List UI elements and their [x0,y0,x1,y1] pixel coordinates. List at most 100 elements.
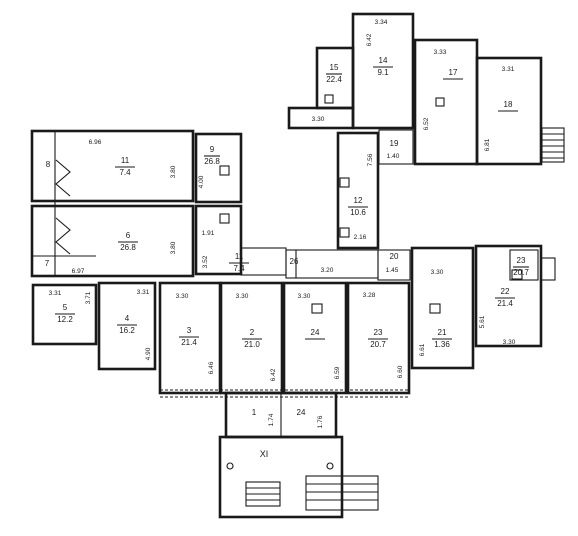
room-number-22: 23 [374,328,383,337]
room-area-21: 20.7 [513,268,529,277]
room-area-20: 21.4 [497,299,513,308]
dim-6-60: 6.60 [397,365,404,378]
shaft-15 [435,97,445,107]
stair-mark-7 [55,217,71,255]
dim-6-81: 6.81 [484,138,491,151]
room-number-4: 4 [125,314,130,323]
wall-room-4 [97,281,157,371]
room-number-18: 20 [390,252,399,261]
shaft-11 [219,165,230,176]
dim-3-34: 3.34 [375,19,388,26]
wall-room-5 [31,283,98,346]
dim-5-61: 5.61 [479,315,486,328]
wall-room-11 [194,132,243,204]
room-number-20: 22 [501,287,510,296]
room-area-6: 26.8 [120,243,136,252]
dim-3-33: 3.33 [434,49,447,56]
dim-6-59: 6.59 [334,366,341,379]
dim-3-30-2: 3.30 [236,293,249,300]
room-number-14: 15 [330,63,339,72]
dim-6-42-top: 6.42 [366,33,373,46]
column-left [226,462,234,470]
room-number-8: 8 [46,160,51,169]
room-number-15: 17 [449,68,458,77]
room-area-13: 9.1 [377,68,389,77]
dim-3-52: 3.52 [202,255,209,268]
room-number-24: 24 [297,408,306,417]
room-area-9: 7.4 [119,168,131,177]
wall-room-15 [413,38,479,166]
dim-1-45: 1.45 [386,267,399,274]
dim-3-31-4: 3.31 [137,289,150,296]
fixtures [32,94,523,470]
wall-room-17 [378,129,414,165]
room-number-12a: 12 [354,196,363,205]
room-labels: 15 22.4 14 9.1 17 18 19 11 7.4 8 9 26.8 … [45,56,530,459]
dim-6-52: 6.52 [423,117,430,130]
room-area-5: 12.2 [57,315,73,324]
dim-3-30-annex: 3.30 [312,116,325,123]
wall-annex-right [540,257,556,281]
room-number-19: 21 [438,328,447,337]
wall-room-12a [336,131,380,250]
shaft-23 [311,303,323,314]
dim-3-28: 3.28 [363,292,376,299]
dim-4-00: 4.00 [198,175,205,188]
room-number-xi: XI [260,449,269,459]
wall-room-22 [346,281,411,395]
dim-1-74: 1.74 [268,413,275,426]
room-number-21: 23 [517,256,526,265]
dim-3-30-23: 3.30 [298,293,311,300]
dim-3-30-3: 3.30 [176,293,189,300]
wall-room-6 [30,204,195,278]
room-number-16: 18 [504,100,513,109]
dimension-labels: 3.34 6.42 3.33 3.31 6.52 6.81 3.30 1.40 … [49,19,516,428]
dim-6-96: 6.96 [89,139,102,146]
room-number-26: 26 [290,257,299,266]
room-number-13: 14 [379,56,388,65]
stair-entrance-left [245,481,281,507]
wall-room-19 [410,246,475,370]
dim-3-30-20: 3.30 [503,339,516,346]
wall-corridor-12 [240,247,287,276]
room-number-1: 1 [252,408,257,417]
walls [30,12,565,519]
wall-room-20 [474,244,543,348]
room-number-9: 11 [121,156,130,165]
dim-6-97: 6.97 [72,268,85,275]
wall-room-14-annex [287,106,355,130]
dim-1-40: 1.40 [387,153,400,160]
dim-3-80-mid: 3.80 [170,241,177,254]
room-number-3: 3 [187,326,192,335]
room-area-3: 21.4 [181,338,197,347]
room-number-11: 9 [210,145,215,154]
room-area-22: 20.7 [370,340,386,349]
shaft-12a-a [339,177,350,188]
shaft-21 [511,269,523,280]
dim-6-42-low: 6.42 [270,368,277,381]
dim-3-20: 3.20 [321,267,334,274]
shaft-12 [219,213,230,224]
room-number-6: 6 [126,231,131,240]
room-number-12: 11 [235,252,244,261]
dim-3-30-19: 3.30 [431,269,444,276]
room-area-11: 26.8 [204,157,220,166]
stair-entrance-right [305,475,379,511]
dim-3-30-5: 3.31 [49,290,62,297]
column-right [326,462,334,470]
wall-room-18 [377,249,411,281]
dim-1-76: 1.76 [317,415,324,428]
dim-6-46: 6.46 [208,361,215,374]
room-area-19: 1.36 [434,340,450,349]
room-number-2: 2 [250,328,255,337]
dim-7-56: 7.56 [367,153,374,166]
wall-room-13 [351,12,415,130]
stair-mark-8 [55,159,71,197]
dim-3-80-top: 3.80 [170,165,177,178]
shaft-19 [429,303,441,314]
room-area-14: 22.4 [326,75,342,84]
shaft-12a-b [339,227,350,238]
room-number-17: 19 [390,139,399,148]
wall-room-12-left [194,204,243,276]
